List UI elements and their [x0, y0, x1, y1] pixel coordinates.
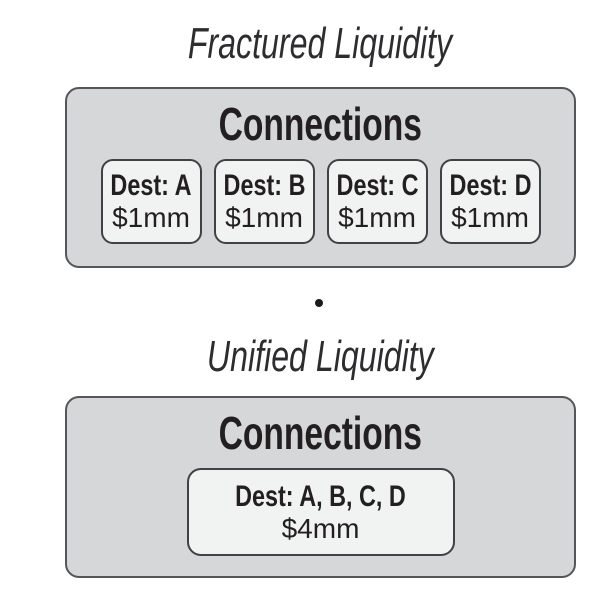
- dest-card-d: Dest: D $1mm: [439, 159, 541, 244]
- connections-heading: Connections: [67, 101, 574, 147]
- fractured-liquidity-title: Fractured Liquidity: [40, 22, 600, 66]
- amount-label: $4mm: [281, 512, 360, 544]
- connections-heading: Connections: [67, 410, 574, 456]
- dest-label: Dest: A, B, C, D: [235, 479, 406, 513]
- dest-label: Dest: A: [110, 169, 192, 203]
- destination-card-row: Dest: A, B, C, D $4mm: [67, 468, 574, 556]
- fractured-liquidity-title-text: Fractured Liquidity: [187, 19, 453, 68]
- amount-label: $1mm: [112, 202, 190, 234]
- separator-dot-icon: [315, 299, 323, 307]
- dest-card-a: Dest: A $1mm: [100, 159, 202, 244]
- amount-label: $1mm: [451, 202, 529, 234]
- destination-card-row: Dest: A $1mm Dest: B $1mm Dest: C $1mm D…: [67, 159, 574, 244]
- dest-label: Dest: B: [223, 169, 305, 203]
- dest-card-b: Dest: B $1mm: [213, 159, 315, 244]
- unified-liquidity-title: Unified Liquidity: [40, 335, 600, 379]
- unified-liquidity-title-text: Unified Liquidity: [206, 332, 434, 381]
- fractured-connections-panel: Connections Dest: A $1mm Dest: B $1mm De…: [65, 87, 576, 268]
- dest-card-unified: Dest: A, B, C, D $4mm: [186, 468, 455, 556]
- dest-label: Dest: C: [336, 169, 418, 203]
- amount-label: $1mm: [338, 202, 416, 234]
- dest-card-c: Dest: C $1mm: [326, 159, 428, 244]
- connections-heading-text: Connections: [218, 407, 423, 459]
- unified-connections-panel: Connections Dest: A, B, C, D $4mm: [65, 396, 576, 578]
- amount-label: $1mm: [225, 202, 303, 234]
- connections-heading-text: Connections: [218, 98, 423, 150]
- dest-label: Dest: D: [449, 169, 531, 203]
